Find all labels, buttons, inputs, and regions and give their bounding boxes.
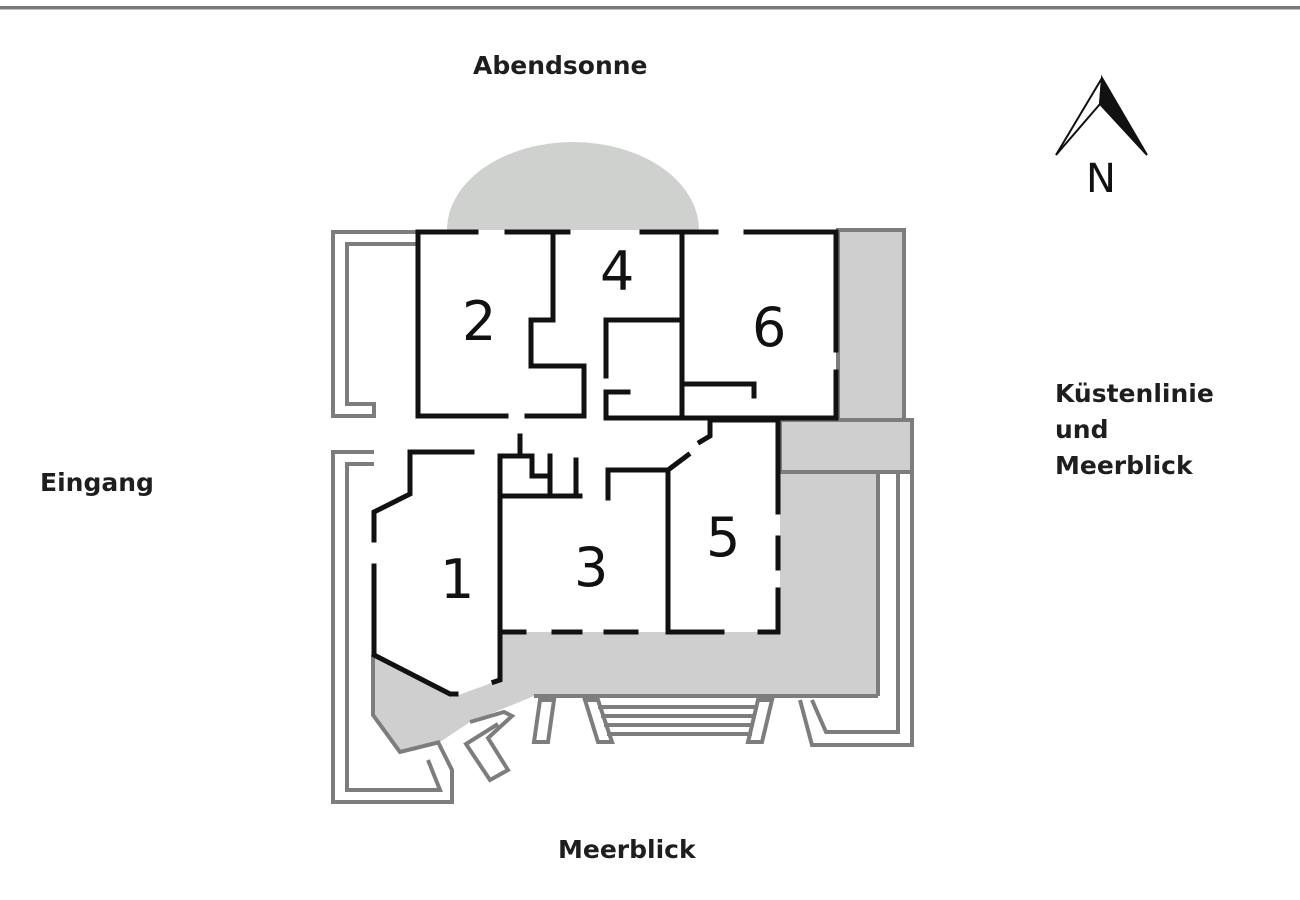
terrace-outlines (331, 228, 914, 804)
label-abendsonne: Abendsonne (473, 51, 648, 80)
north-semicircle-terrace (447, 142, 699, 230)
north-arrow-icon: N (1055, 74, 1148, 202)
label-eingang: Eingang (40, 468, 154, 497)
room-5-label: 5 (706, 506, 740, 569)
walls (371, 229, 839, 697)
top-divider (0, 6, 1300, 10)
room-6-label: 6 (752, 296, 786, 359)
terrace-areas (373, 230, 912, 752)
room-3-label: 3 (574, 536, 608, 599)
compass-letter-n: N (1086, 156, 1116, 202)
room-4-label: 4 (600, 240, 634, 303)
room-1-label: 1 (440, 548, 474, 611)
label-kuestenlinie-meerblick: Küstenlinie und Meerblick (1055, 379, 1214, 480)
room-2-label: 2 (462, 290, 496, 353)
label-meerblick: Meerblick (558, 835, 696, 864)
